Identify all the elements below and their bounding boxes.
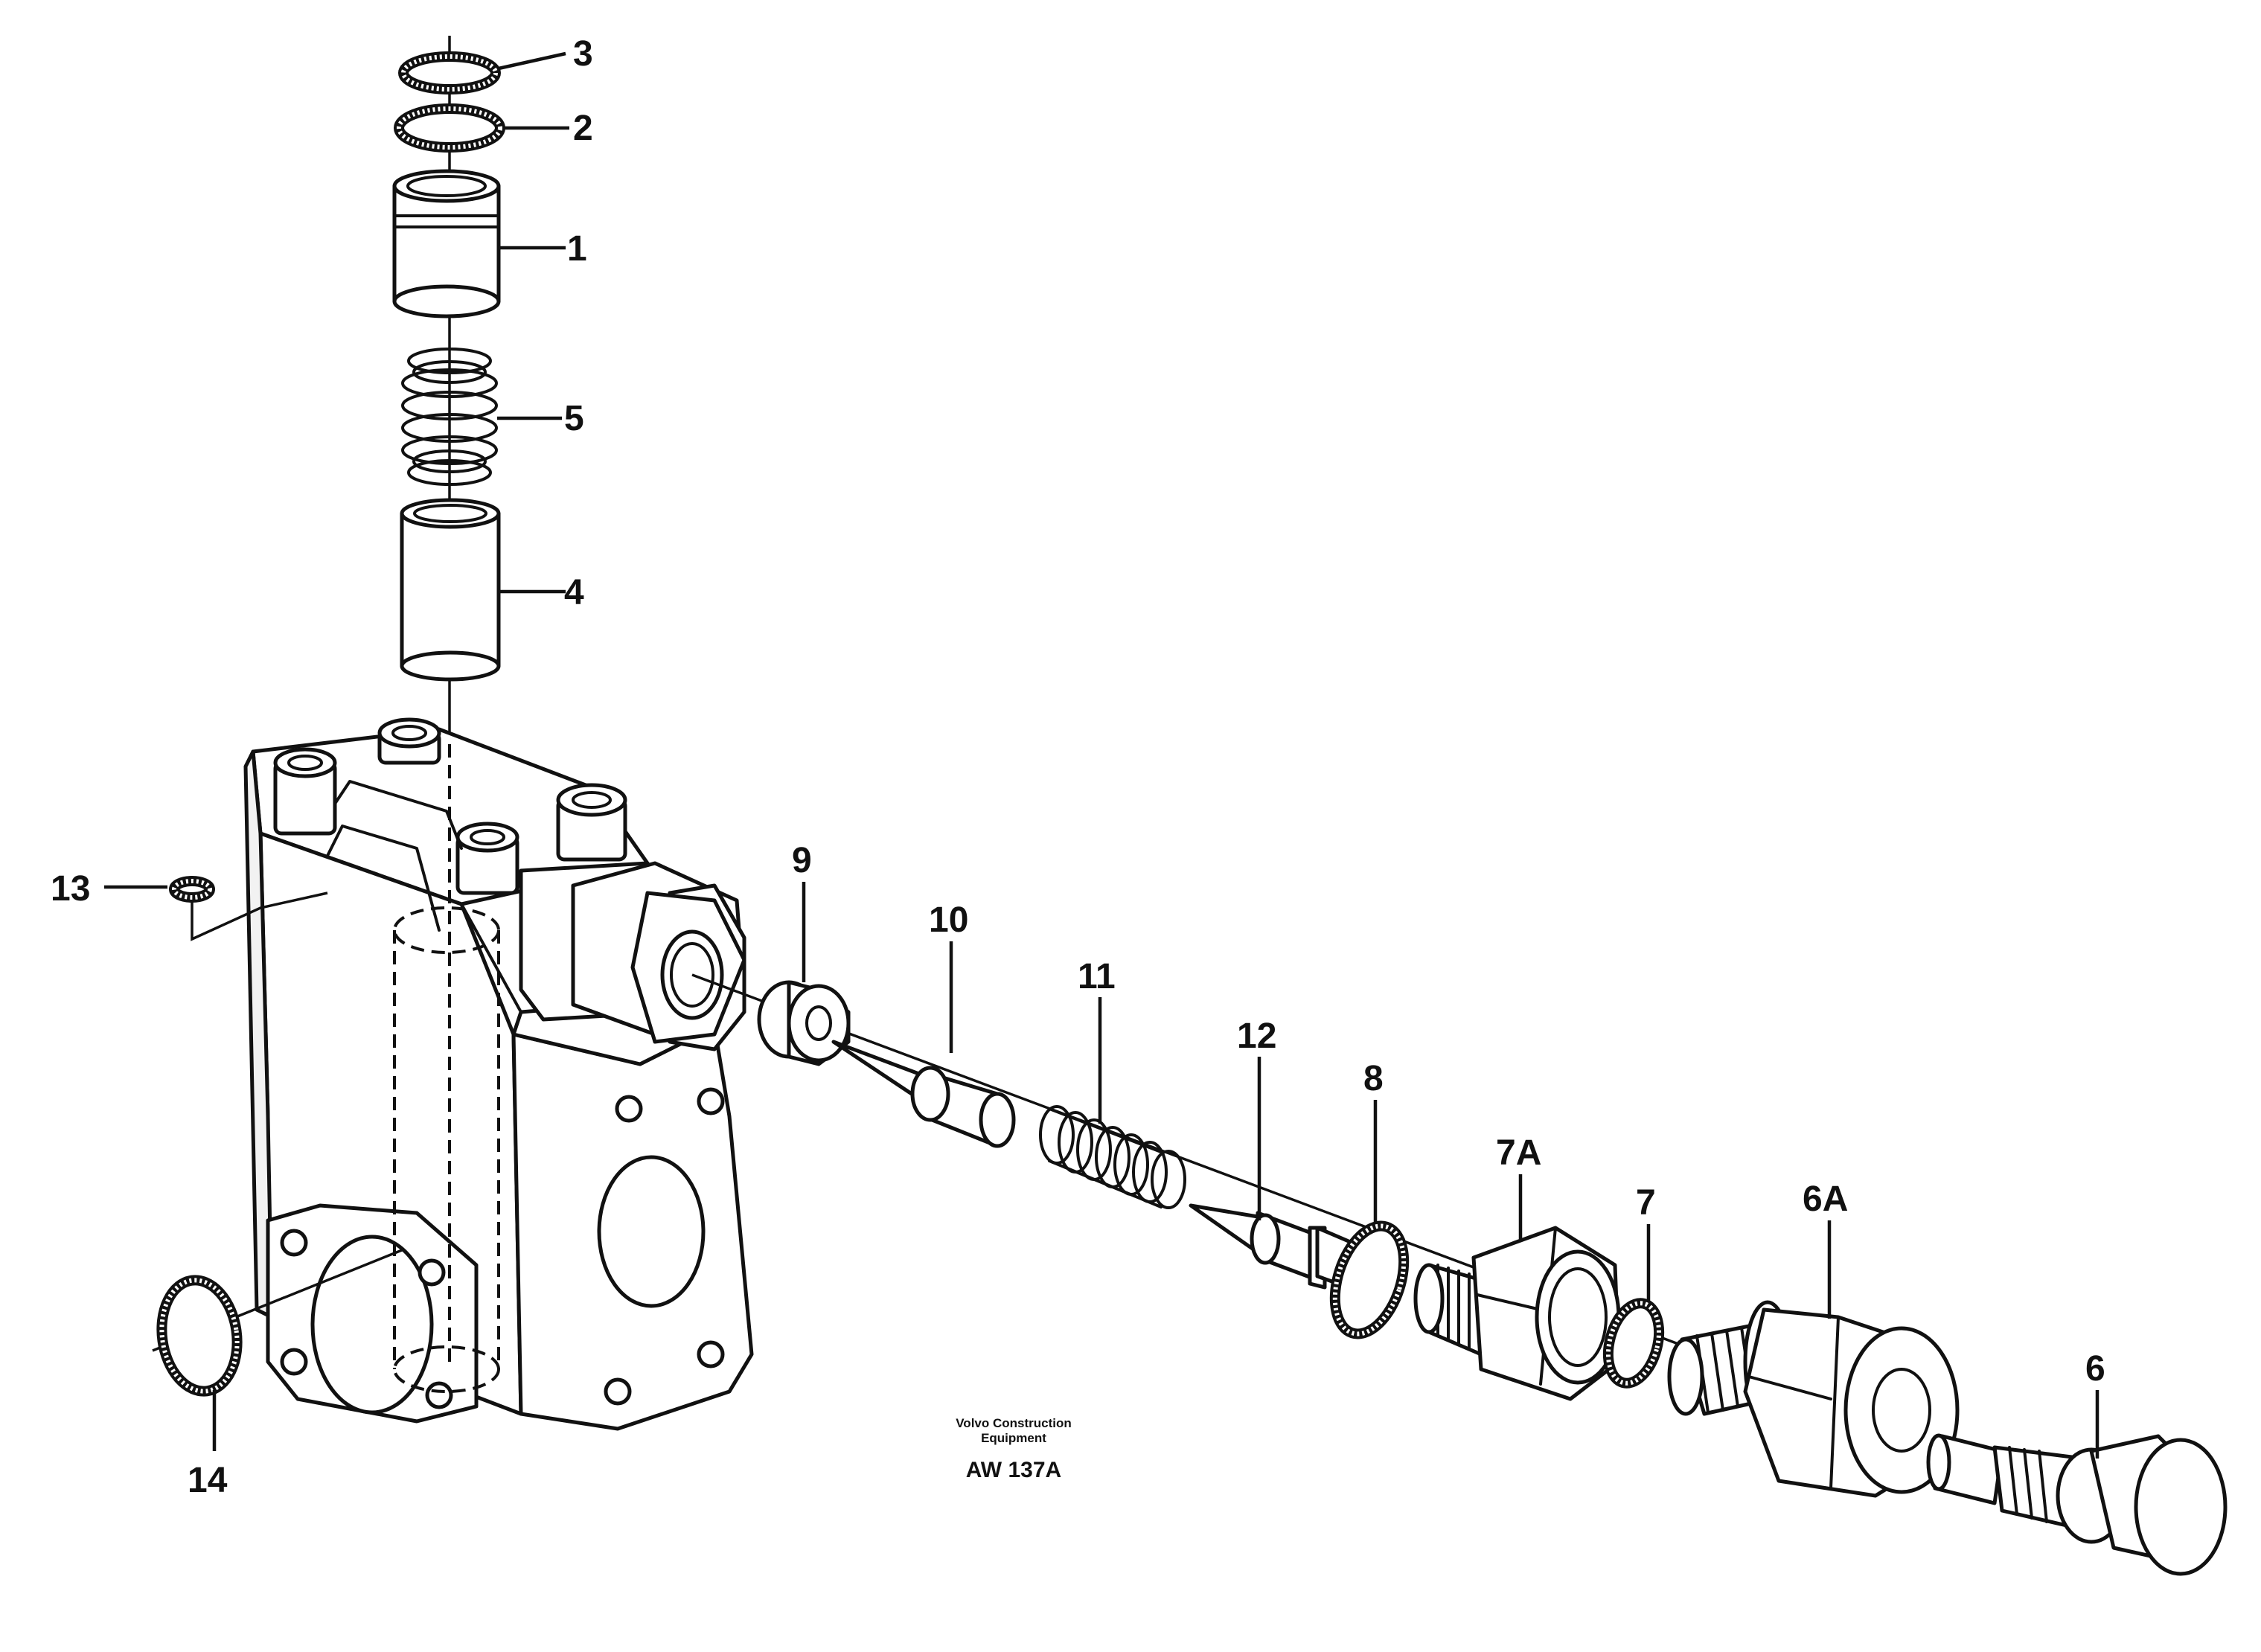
label-part-10: 10 [929, 900, 968, 940]
plug-axis [191, 891, 328, 941]
label-part-7: 7 [1636, 1183, 1656, 1223]
publisher-line-2: Equipment [981, 1431, 1046, 1445]
label-part-5: 5 [564, 399, 584, 438]
part-5-spring [401, 348, 498, 486]
leader-lines [104, 51, 2100, 1459]
label-part-1: 1 [567, 229, 587, 269]
label-part-11: 11 [1078, 957, 1116, 996]
label-part-6: 6 [2085, 1349, 2105, 1389]
part-14-o-ring [156, 1275, 243, 1397]
part-9-seat [757, 980, 851, 1066]
part-13-washer [169, 876, 215, 903]
housing-bosses [273, 717, 627, 895]
part-7-o-ring [1602, 1298, 1665, 1389]
label-part-13: 13 [51, 869, 90, 909]
part-11-spring [1039, 1105, 1186, 1209]
label-part-9: 9 [792, 841, 812, 880]
valve-housing [243, 717, 754, 1431]
part-4-spool [400, 498, 501, 682]
drawing-code: AW 137A [966, 1458, 1061, 1482]
part-6-adjusting-screw [1926, 1433, 2228, 1576]
part-7a-adapter [1413, 1226, 1621, 1401]
label-part-12: 12 [1237, 1017, 1276, 1056]
part-2-backup-ring [394, 103, 505, 153]
label-part-2: 2 [573, 109, 593, 148]
label-part-3: 3 [573, 34, 593, 74]
part-10-poppet [831, 1040, 1016, 1148]
part-1-sleeve [392, 169, 501, 318]
part-6a-housing-nut [1667, 1300, 1960, 1498]
part-3-o-ring [398, 51, 501, 95]
label-part-4: 4 [564, 573, 584, 612]
publisher-line-1: Volvo Construction [956, 1416, 1072, 1430]
label-part-14: 14 [188, 1461, 228, 1500]
label-part-7a: 7A [1496, 1133, 1541, 1173]
label-part-8: 8 [1363, 1059, 1384, 1098]
part-8-o-ring [1329, 1220, 1410, 1339]
label-part-6a: 6A [1803, 1179, 1848, 1219]
